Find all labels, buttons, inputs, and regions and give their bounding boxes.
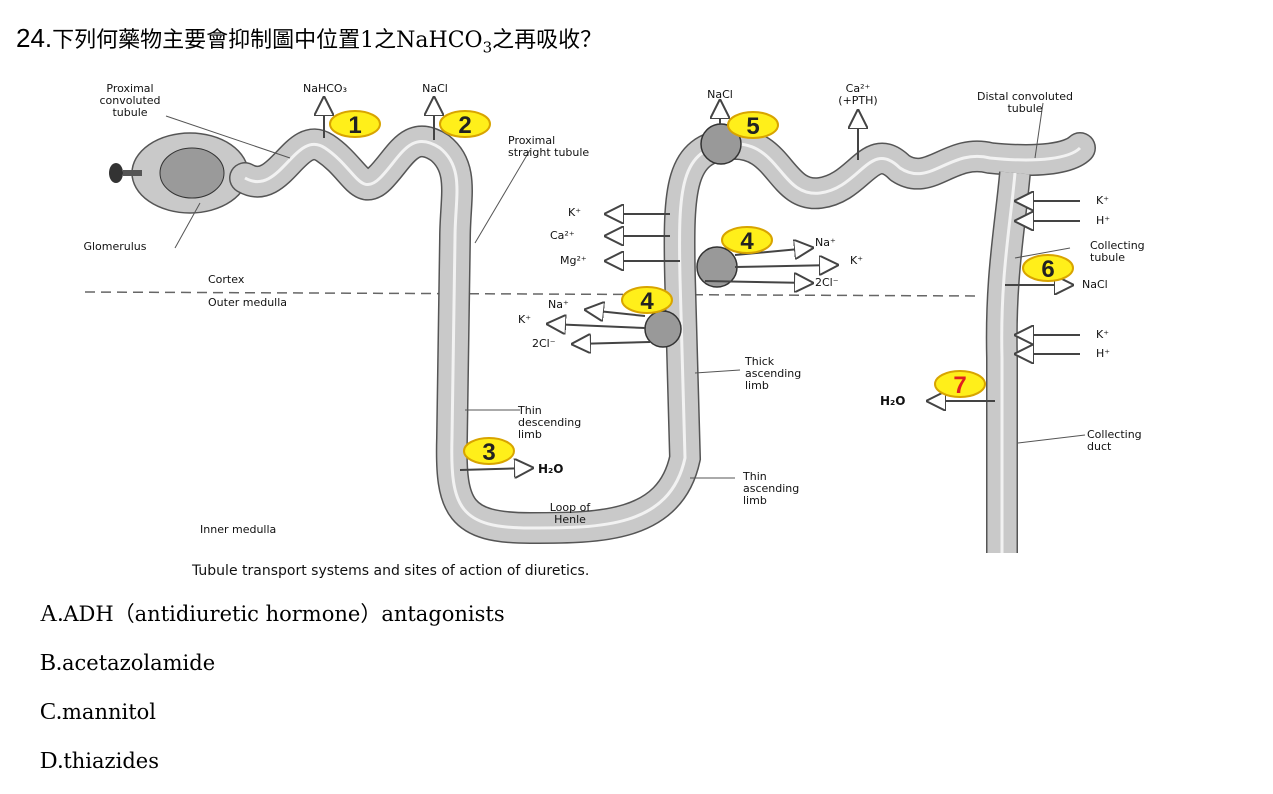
- label-cl-lower: 2Cl⁻: [532, 337, 556, 350]
- badge-7: 7: [934, 370, 986, 399]
- svg-text:1: 1: [348, 112, 361, 139]
- label-collecting-tubule-2: tubule: [1090, 251, 1125, 264]
- figure-caption: Tubule transport systems and sites of ac…: [191, 563, 589, 579]
- option-letter: B.: [40, 650, 63, 676]
- badge-4-lower: 4: [621, 286, 673, 315]
- label-nacl-6: NaCl: [1082, 278, 1108, 291]
- cortex-medulla-boundary: [84, 291, 981, 297]
- badge-4-upper: 4: [721, 226, 773, 255]
- label-h2o-7: H₂O: [880, 394, 906, 408]
- label-h-cd: H⁺: [1096, 347, 1110, 360]
- option-letter: C.: [40, 699, 63, 725]
- label-na-upper: Na⁺: [815, 236, 836, 249]
- label-thin-descending-3: limb: [518, 428, 542, 441]
- badge-1: 1: [329, 110, 381, 139]
- option-text: acetazolamide: [62, 651, 216, 675]
- label-h2o-3: H₂O: [538, 462, 564, 476]
- label-glomerulus: Glomerulus: [83, 240, 146, 253]
- label-proximal-convoluted: Proximal: [106, 82, 153, 95]
- label-loop-of-henle-2: Henle: [554, 513, 586, 526]
- glomerulus-capsule: [109, 132, 249, 214]
- label-proximal-convoluted-2: convoluted: [99, 94, 160, 107]
- option-text: thiazides: [63, 749, 159, 773]
- question-text-end: 之再吸收？: [492, 28, 603, 53]
- label-thick-ascending-2: ascending: [745, 367, 801, 380]
- label-k-cd: K⁺: [1096, 328, 1109, 341]
- svg-text:5: 5: [746, 113, 759, 140]
- option-d[interactable]: D.thiazides: [40, 745, 505, 794]
- label-pth: (+PTH): [838, 94, 877, 107]
- label-thin-ascending-2: ascending: [743, 482, 799, 495]
- option-c[interactable]: C.mannitol: [40, 696, 505, 745]
- label-distal: Distal convoluted: [977, 90, 1073, 103]
- label-thin-descending-2: descending: [518, 416, 581, 429]
- svg-text:3: 3: [482, 439, 495, 466]
- answer-options: A.ADH（antidiuretic hormone）antagonists B…: [40, 598, 505, 794]
- label-collecting-duct-2: duct: [1087, 440, 1112, 453]
- badge-2: 2: [439, 110, 491, 139]
- label-collecting-duct: Collecting: [1087, 428, 1142, 441]
- label-k-ct: K⁺: [1096, 194, 1109, 207]
- label-thin-ascending: Thin: [742, 470, 767, 483]
- label-outer-medulla: Outer medulla: [208, 296, 287, 309]
- label-h-ct: H⁺: [1096, 214, 1110, 227]
- label-mg-upper: Mg²⁺: [560, 254, 587, 267]
- question-number: 24.: [16, 23, 53, 53]
- svg-text:4: 4: [640, 288, 654, 315]
- label-proximal-convoluted-3: tubule: [112, 106, 147, 119]
- label-nahco3: NaHCO₃: [303, 82, 347, 95]
- label-thick-ascending-3: limb: [745, 379, 769, 392]
- badge-6: 6: [1022, 254, 1074, 283]
- label-inner-medulla: Inner medulla: [200, 523, 276, 536]
- question-subscript: 3: [482, 38, 493, 57]
- nephron-diagram: 1 2 3 4 4 5 6 7 Proximal convoluted tubu…: [80, 78, 1190, 588]
- label-ca: Ca²⁺: [846, 82, 871, 95]
- label-proximal-straight-2: straight tubule: [508, 146, 589, 159]
- label-k-lower: K⁺: [518, 313, 531, 326]
- label-proximal-straight: Proximal: [508, 134, 555, 147]
- label-thin-descending: Thin: [517, 404, 542, 417]
- label-nacl-5: NaCl: [707, 88, 733, 101]
- svg-text:4: 4: [740, 228, 754, 255]
- label-thin-ascending-3: limb: [743, 494, 767, 507]
- transporter-4-lower: [644, 310, 682, 348]
- option-a[interactable]: A.ADH（antidiuretic hormone）antagonists: [40, 598, 505, 647]
- option-text: mannitol: [62, 700, 157, 724]
- option-letter: D.: [40, 748, 64, 774]
- label-k-upper: K⁺: [568, 206, 581, 219]
- label-cl-upper: 2Cl⁻: [815, 276, 839, 289]
- option-text: ADH（antidiuretic hormone）antagonists: [63, 602, 505, 626]
- label-ca-upper: Ca²⁺: [550, 229, 575, 242]
- label-collecting-tubule: Collecting: [1090, 239, 1145, 252]
- label-distal-2: tubule: [1007, 102, 1042, 115]
- badge-5: 5: [727, 111, 779, 140]
- label-na-lower: Na⁺: [548, 298, 569, 311]
- svg-text:2: 2: [458, 112, 471, 139]
- svg-text:6: 6: [1041, 256, 1054, 283]
- label-nacl-2: NaCl: [422, 82, 448, 95]
- label-loop-of-henle: Loop of: [550, 501, 592, 514]
- badge-3: 3: [463, 437, 515, 466]
- label-thick-ascending: Thick: [744, 355, 775, 368]
- label-k-upper-2: K⁺: [850, 254, 863, 267]
- option-b[interactable]: B.acetazolamide: [40, 647, 505, 696]
- label-cortex: Cortex: [208, 273, 245, 286]
- question-stem: 24.下列何藥物主要會抑制圖中位置1之NaHCO3之再吸收？: [16, 22, 602, 56]
- svg-text:7: 7: [953, 372, 966, 399]
- option-letter: A.: [40, 601, 64, 627]
- question-text: 下列何藥物主要會抑制圖中位置1之NaHCO: [52, 28, 483, 53]
